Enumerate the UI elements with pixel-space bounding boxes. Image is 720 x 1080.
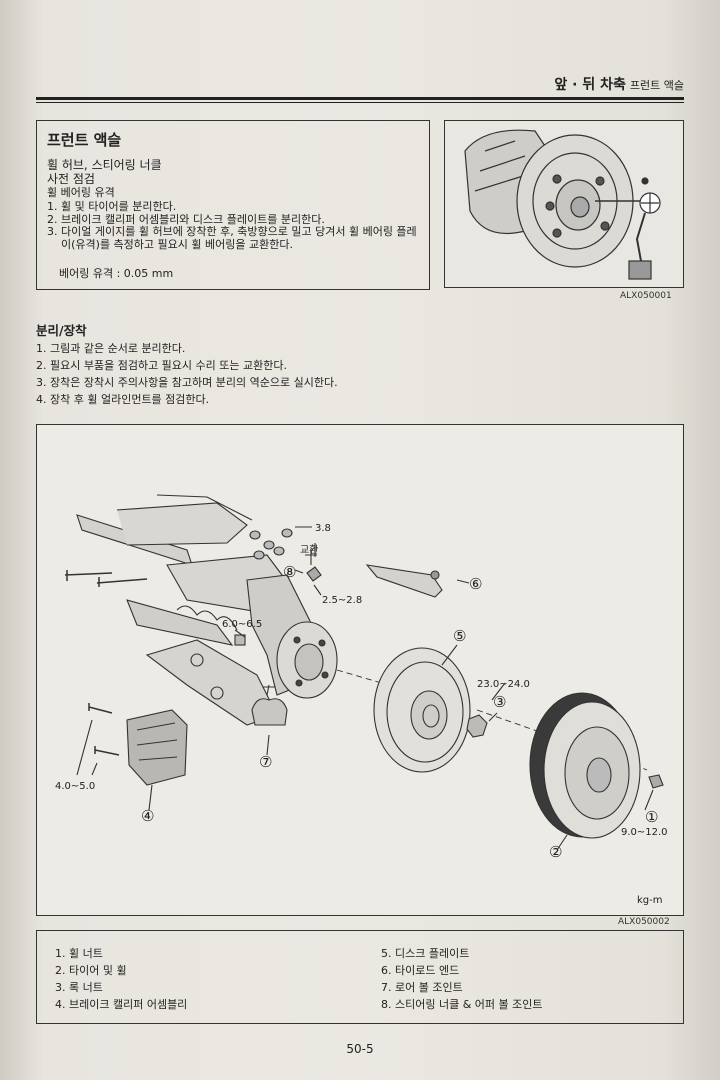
removal-step: 3. 장착은 장착시 주의사항을 참고하며 분리의 역순으로 실시한다. (36, 376, 338, 389)
part-item: 3. 록 너트 (55, 981, 103, 994)
intro-heading: 휠 허브, 스티어링 너클 (47, 158, 162, 172)
torque-label: 23.0~24.0 (477, 679, 530, 690)
intro-title: 프런트 액슬 (47, 131, 122, 149)
torque-label: 3.8 (315, 523, 331, 534)
header-rule-thin (36, 102, 684, 103)
mounting-bolts (64, 570, 148, 587)
callout-7: ⑦ (259, 753, 272, 771)
lock-nut (466, 714, 488, 738)
replace-label: 교환 (300, 544, 318, 556)
part-item: 7. 로어 볼 조인트 (381, 981, 463, 994)
part-item: 1. 휠 너트 (55, 947, 103, 960)
intro-subheading: 사전 점검 (47, 172, 95, 186)
callout-3: ③ (493, 693, 506, 711)
part-item: 4. 브레이크 캘리퍼 어셈블리 (55, 998, 188, 1011)
upper-nuts (249, 528, 293, 560)
removal-title: 분리/장착 (36, 323, 87, 338)
wheel-nut (648, 774, 664, 789)
page-number: 50-5 (346, 1042, 374, 1056)
hub-gauge-drawing (464, 129, 661, 280)
pre-inspection-box: 프런트 액슬 휠 허브, 스티어링 너클 사전 점검 휠 베어링 유격 1.휠 … (36, 120, 430, 290)
intro-topic: 휠 베어링 유격 (47, 186, 115, 199)
removal-steps: 1. 그림과 같은 순서로 분리한다. 2. 필요시 부품을 점검하고 필요시 … (36, 340, 338, 408)
diagram-caption: ALX050002 (618, 917, 670, 927)
caliper-bolts (88, 703, 120, 756)
header-title: 앞 · 뒤 차축 (554, 77, 626, 93)
removal-step: 2. 필요시 부품을 점검하고 필요시 수리 또는 교환한다. (36, 359, 287, 372)
part-item: 2. 타이어 및 휠 (55, 964, 127, 977)
torque-label: 6.0~6.5 (222, 619, 262, 630)
callout-6: ⑥ (469, 575, 482, 593)
callout-4: ④ (141, 807, 154, 825)
callout-5: ⑤ (453, 627, 466, 645)
parts-list-box: 1. 휠 너트 2. 타이어 및 휠 3. 록 너트 4. 브레이크 캘리퍼 어… (36, 930, 684, 1024)
header-subtitle: 프런트 액슬 (629, 79, 684, 92)
torque-label: 2.5~2.8 (322, 595, 362, 606)
intro-steps: 1.휠 및 타이어를 분리한다. 2.브레이크 캘리퍼 어셈블리와 디스크 플레… (47, 200, 419, 251)
parts-list-right: 5. 디스크 플레이트 6. 타이로드 엔드 7. 로어 볼 조인트 8. 스티… (381, 945, 543, 1013)
callout-1: ① (645, 808, 658, 826)
part-item: 5. 디스크 플레이트 (381, 947, 470, 960)
bearing-spec: 베어링 유격 : 0.05 mm (59, 267, 174, 280)
intro-step: 1.휠 및 타이어를 분리한다. (47, 200, 177, 213)
brake-caliper (126, 709, 188, 786)
front-axle-exploded-drawing: 3.8 교환 2.5~2.8 6.0~6.5 23.0~24.0 4.0~5.0… (55, 494, 668, 906)
unit-label: kg-m (637, 895, 663, 906)
lower-ball-joint (251, 698, 288, 726)
exploded-view-diagram: 3.8 교환 2.5~2.8 6.0~6.5 23.0~24.0 4.0~5.0… (36, 424, 684, 916)
intro-step: 3.다이얼 게이지를 휠 허브에 장착한 후, 축방향으로 밀고 당겨서 휠 베… (47, 225, 417, 251)
part-item: 8. 스티어링 너클 & 어퍼 볼 조인트 (381, 998, 543, 1011)
drive-shaft (126, 599, 234, 646)
header-rule-thick (36, 97, 684, 100)
tie-rod-end (365, 564, 443, 598)
removal-step: 4. 장착 후 휠 얼라인먼트를 점검한다. (36, 393, 210, 406)
torque-label: 4.0~5.0 (55, 781, 95, 792)
removal-step: 1. 그림과 같은 순서로 분리한다. (36, 342, 186, 355)
intro-step: 2.브레이크 캘리퍼 어셈블리와 디스크 플레이트를 분리한다. (47, 212, 325, 226)
part-item: 6. 타이로드 엔드 (381, 964, 460, 977)
dial-gauge-illustration (444, 120, 684, 288)
callout-8: ⑧ (283, 563, 296, 581)
callout-2: ② (549, 843, 562, 861)
photo-caption: ALX050001 (620, 291, 672, 301)
torque-label: 9.0~12.0 (621, 827, 668, 838)
parts-list-left: 1. 휠 너트 2. 타이어 및 휠 3. 록 너트 4. 브레이크 캘리퍼 어… (55, 945, 187, 1013)
